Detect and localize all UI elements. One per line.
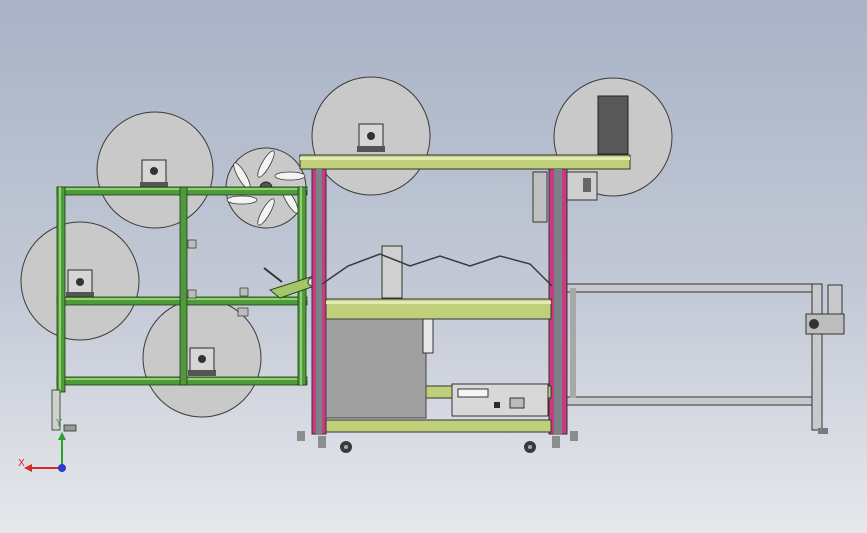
material-path [321, 253, 553, 287]
right-conveyor [566, 283, 845, 434]
reel-bottom-left [142, 298, 262, 418]
reel-hub [140, 159, 168, 188]
reel-top-center [311, 76, 431, 196]
main-machine [297, 154, 631, 453]
module-side-plate [381, 245, 403, 299]
control-box [451, 383, 549, 417]
caster-wheel-icon [297, 431, 578, 453]
y-axis-label: Y [55, 418, 63, 429]
xyz-axis-icon: Y X [18, 418, 66, 472]
process-modules [381, 245, 403, 299]
frame-brackets [187, 239, 249, 317]
reel-left-middle [20, 221, 140, 341]
x-axis-label: X [18, 458, 25, 469]
reel-top-left [96, 111, 214, 229]
